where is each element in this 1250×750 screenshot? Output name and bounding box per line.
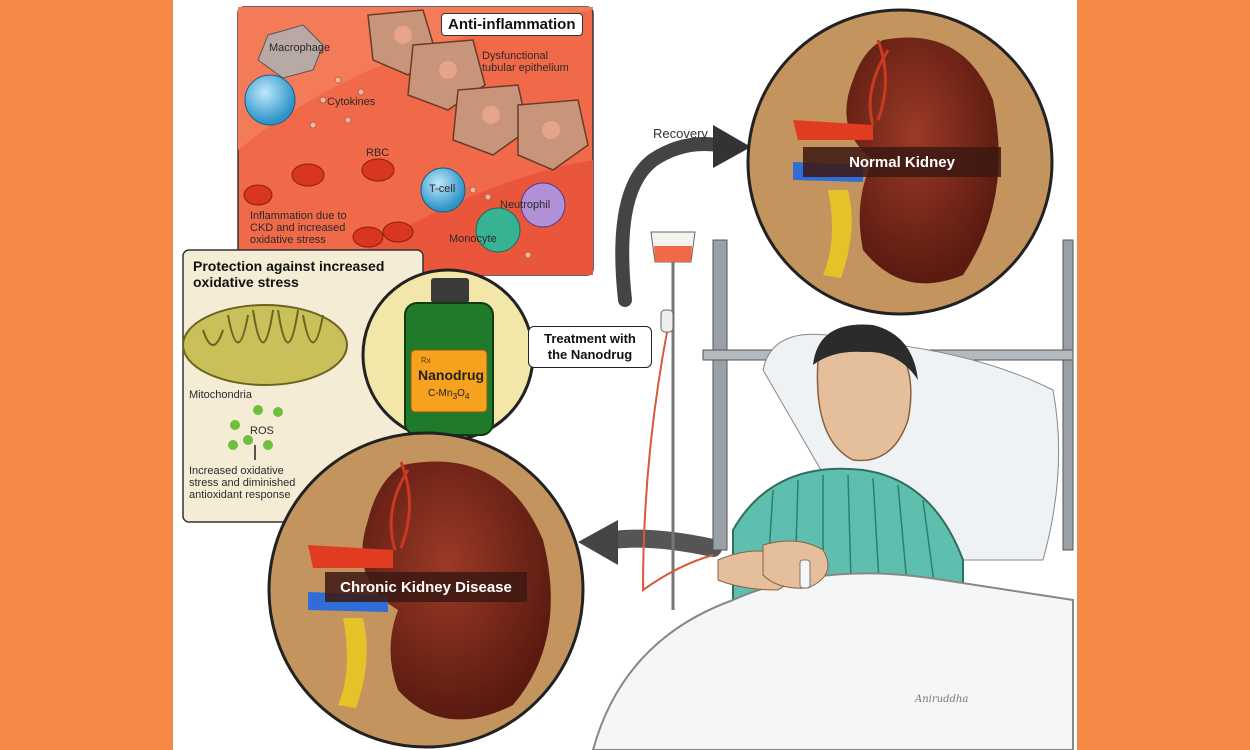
neutrophil-label: Neutrophil bbox=[500, 199, 551, 211]
artist-signature: Aniruddha bbox=[915, 694, 969, 705]
inflammation-note: Inflammation due to CKD and increased ox… bbox=[250, 210, 347, 246]
ckd-banner: Chronic Kidney Disease bbox=[325, 572, 527, 602]
illustration-panel: Anti-inflammation Macrophage Dysfunction… bbox=[173, 0, 1077, 750]
ckd-arrow bbox=[578, 520, 722, 565]
recovery-label: Recovery bbox=[653, 126, 708, 141]
recovery-arrow bbox=[615, 125, 751, 307]
iv-drip bbox=[641, 231, 714, 610]
macrophage-label: Macrophage bbox=[269, 42, 331, 54]
anti-inflammation-title: Anti-inflammation bbox=[441, 13, 583, 36]
treatment-label: Treatment with the Nanodrug bbox=[528, 326, 652, 368]
rx-label: Rx bbox=[421, 356, 431, 365]
anti-inflammation-panel bbox=[237, 6, 594, 276]
nanodrug-bottle bbox=[361, 268, 535, 442]
rbc-label: RBC bbox=[366, 147, 390, 159]
oxidative-title: Protection against increased oxidative s… bbox=[193, 258, 385, 290]
tcell-label: T-cell bbox=[429, 183, 456, 195]
nanodrug-formula: C-Mn3O4 bbox=[428, 388, 470, 401]
epithelium-label: Dysfunctional tubular epithelium bbox=[482, 50, 569, 74]
ros-label: ROS bbox=[250, 425, 274, 437]
illustration-svg bbox=[182, 6, 1074, 750]
monocyte-label: Monocyte bbox=[449, 233, 497, 245]
cytokines-label: Cytokines bbox=[327, 96, 376, 108]
oxidative-note: Increased oxidative stress and diminishe… bbox=[189, 465, 296, 501]
nanodrug-name: Nanodrug bbox=[418, 367, 485, 383]
mitochondria-label: Mitochondria bbox=[189, 389, 252, 401]
normal-kidney-banner: Normal Kidney bbox=[803, 147, 1001, 177]
patient bbox=[591, 324, 1074, 750]
